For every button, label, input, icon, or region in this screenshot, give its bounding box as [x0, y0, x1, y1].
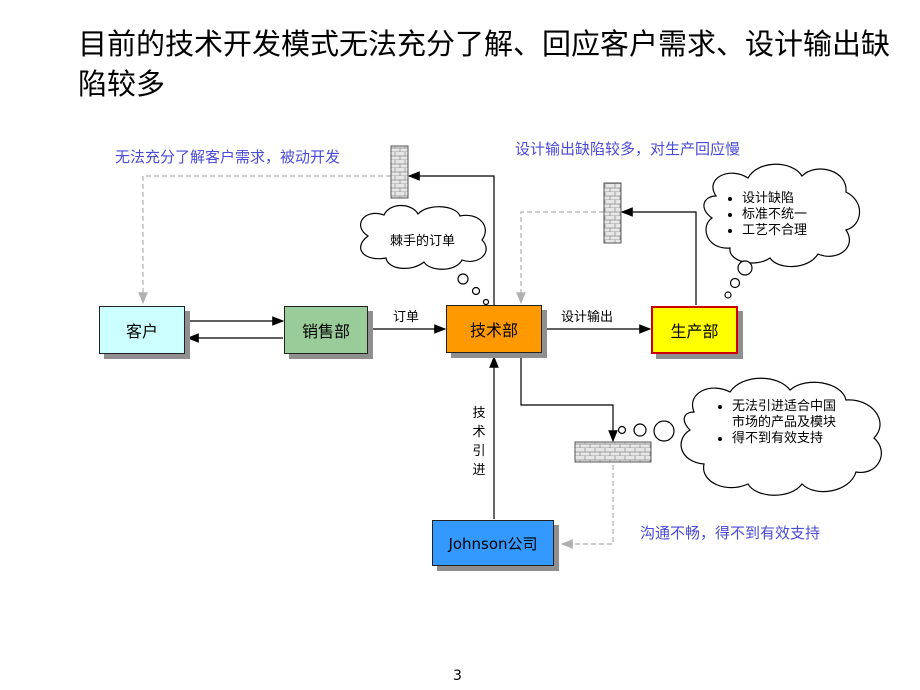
tech-box: 技术部 — [446, 305, 542, 353]
annotation-poor-communication: 沟通不畅，得不到有效支持 — [640, 524, 821, 542]
cloud-text-production-issues: 设计缺陷 标准不统一 工艺不合理 — [728, 191, 838, 239]
cloud-item: 得不到有效支持 — [732, 431, 836, 447]
annotation-passive-development: 无法充分了解客户需求，被动开发 — [115, 148, 341, 166]
label-order: 订单 — [393, 310, 420, 325]
customer-box: 客户 — [99, 306, 185, 354]
cloud-tricky-orders — [360, 204, 490, 306]
cloud-item: 工艺不合理 — [742, 223, 838, 239]
dashed-wall-bottom-to-johnson — [560, 465, 614, 549]
brick-wall-right — [603, 182, 622, 244]
arrow-production-to-wall-right — [620, 207, 697, 305]
page-number: 3 — [453, 668, 462, 684]
dashed-wall-left-to-customer — [138, 175, 391, 305]
label-tech-introduction: 技术引进 — [472, 406, 486, 478]
cloud-tech-issues — [617, 377, 882, 496]
cloud-item: 标准不统一 — [742, 207, 838, 223]
annotation-design-defects: 设计输出缺陷较多，对生产回应慢 — [515, 140, 741, 158]
slide-title: 目前的技术开发模式无法充分了解、回应客户需求、设计输出缺陷较多 — [78, 27, 891, 101]
label-design-output: 设计输出 — [561, 310, 614, 325]
cloud-production-issues — [703, 163, 861, 299]
sales-box: 销售部 — [284, 306, 368, 354]
arrow-tech-to-wall-bottom — [520, 354, 618, 443]
cloud-item: 设计缺陷 — [742, 191, 838, 207]
johnson-box: Johnson公司 — [432, 520, 554, 566]
arrow-tech-to-wall-left — [407, 171, 495, 305]
brick-wall-left — [390, 145, 409, 199]
brick-wall-bottom — [574, 441, 652, 463]
cloud-text-tech-issues: 无法引进适合中国市场的产品及模块 得不到有效支持 — [718, 399, 836, 447]
production-box: 生产部 — [651, 306, 738, 354]
dashed-wall-right-to-tech — [516, 211, 604, 305]
cloud-text-tricky-orders: 棘手的订单 — [390, 234, 456, 249]
cloud-item: 无法引进适合中国市场的产品及模块 — [732, 399, 836, 431]
